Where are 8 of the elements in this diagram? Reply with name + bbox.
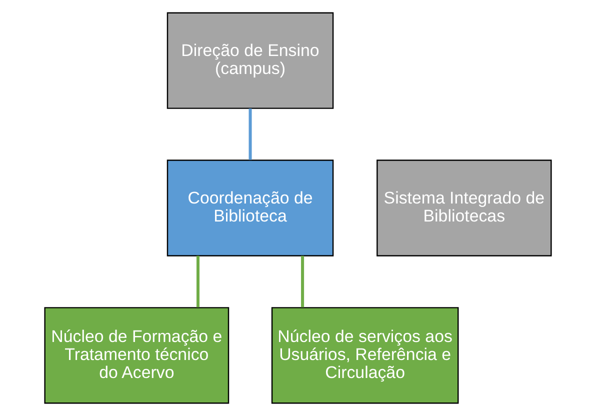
node-box: Coordenação de Biblioteca [166, 160, 334, 256]
node-box: Sistema Integrado de Bibliotecas [376, 160, 552, 256]
node-box: Núcleo de serviços aos Usuários, Referência e Circulação [270, 307, 458, 404]
connector [300, 256, 304, 308]
node-box: Núcleo de Formação e Tratamento técnico do Acervo [44, 307, 229, 404]
connector [196, 256, 199, 308]
node-box: Direção de Ensino (campus) [166, 12, 334, 109]
connector [248, 108, 252, 160]
